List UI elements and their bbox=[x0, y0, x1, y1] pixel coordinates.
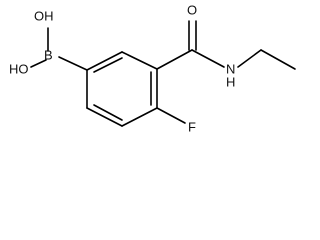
ho-label: HO bbox=[9, 61, 29, 76]
bond-ch2-ch3 bbox=[260, 49, 296, 70]
bond-b-ho-left bbox=[30, 59, 47, 68]
nitrogen-label: N bbox=[226, 61, 235, 76]
chemical-structure-diagram: OH HO B O N H F bbox=[9, 2, 296, 134]
oh-label: OH bbox=[34, 8, 54, 23]
nitrogen-hydrogen-label: H bbox=[226, 74, 235, 89]
ring-bond-c1-c2 bbox=[86, 51, 123, 71]
ring-bond-c4-c5 bbox=[121, 107, 158, 127]
ring-bond-c2-c3 bbox=[121, 51, 158, 70]
bond-b-ring bbox=[58, 56, 88, 71]
fluorine-label: F bbox=[188, 119, 196, 134]
bonds bbox=[30, 20, 296, 127]
bond-carbonyl-n bbox=[191, 49, 225, 68]
bond-n-ch2 bbox=[237, 49, 262, 68]
atom-labels: OH HO B O N H F bbox=[9, 2, 235, 134]
bond-ring-carbonyl bbox=[156, 49, 193, 70]
ring-inner-double-3 bbox=[93, 104, 123, 121]
ring-inner-double-1 bbox=[93, 57, 123, 73]
oxygen-label: O bbox=[187, 2, 197, 17]
ring-bond-c5-c6 bbox=[86, 107, 123, 127]
boron-label: B bbox=[44, 47, 53, 62]
bond-ring-f bbox=[156, 107, 186, 124]
